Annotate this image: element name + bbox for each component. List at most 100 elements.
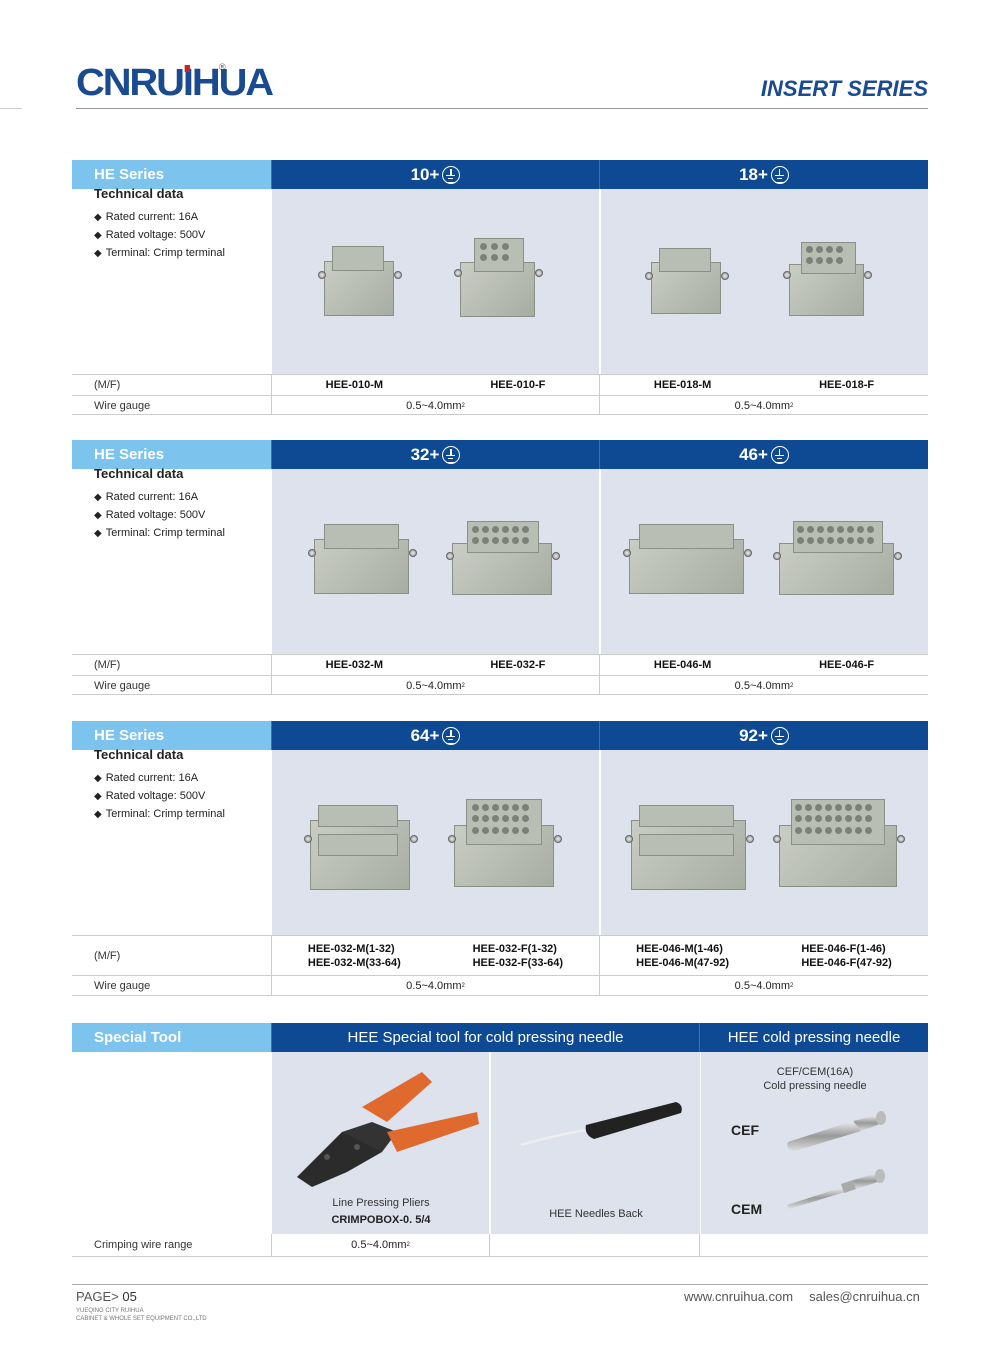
section-header: Special Tool HEE Special tool for cold p… — [72, 1023, 928, 1052]
needles-back-label: HEE Needles Back — [549, 1208, 643, 1220]
pliers-caption: Line Pressing Pliers — [332, 1197, 430, 1209]
ground-icon — [442, 445, 461, 464]
mf-row: (M/F) HEE-010-M HEE-010-F HEE-018-M HEE-… — [72, 374, 928, 395]
spec-current: Rated current: 16A — [94, 772, 225, 784]
wire-gauge-value: 0.5~4.0mm — [734, 399, 790, 412]
section-divider — [72, 1256, 928, 1257]
wire-gauge-label: Wire gauge — [94, 400, 151, 412]
section-divider — [72, 414, 928, 415]
part-male-2: HEE-032-M(33-64) — [307, 956, 401, 969]
part-male: HEE-018-M — [653, 378, 712, 391]
mf-label: (M/F) — [94, 659, 121, 671]
part-female: HEE-046-F — [819, 658, 875, 671]
column-header-64: 64+ — [271, 721, 599, 750]
company-logo: CNRUIHUA — [76, 62, 274, 104]
contact-info: www.cnruihua.com sales@cnruihua.cn — [684, 1289, 936, 1304]
part-female-2: HEE-046-F(47-92) — [801, 956, 892, 969]
empty-cell — [489, 1234, 699, 1256]
section-header: HE Series 64+ 92+ — [72, 721, 928, 750]
column-header-46: 46+ — [599, 440, 928, 469]
column-title: 46+ — [739, 445, 768, 464]
company-line-1: YUEQING CITY RUIHUA — [76, 1308, 144, 1314]
spec-current: Rated current: 16A — [94, 211, 225, 223]
technical-heading: Technical data — [94, 466, 184, 481]
company-name: YUEQING CITY RUIHUA CABINET & WHOLE SET … — [76, 1307, 207, 1323]
page-number-value: 05 — [122, 1289, 137, 1304]
needle-description: CEF/CEM(16A) Cold pressing needle — [701, 1065, 929, 1093]
product-image-46 — [600, 469, 928, 654]
needle-heading: CEF/CEM(16A) — [776, 1066, 854, 1078]
wire-gauge-value: 0.5~4.0mm — [734, 979, 790, 992]
spec-voltage: Rated voltage: 500V — [94, 509, 225, 521]
company-line-2: CABINET & WHOLE SET EQUIPMENT CO.,LTD — [76, 1316, 207, 1322]
header-divider-stub — [0, 108, 22, 109]
spec-terminal: Terminal: Crimp terminal — [94, 527, 225, 539]
column-header-10: 10+ — [271, 160, 599, 189]
technical-heading: Technical data — [94, 747, 184, 762]
technical-data: Technical data Rated current: 16A Rated … — [94, 186, 225, 265]
section-label: HE Series — [72, 721, 271, 750]
part-numbers-46: HEE-046-M HEE-046-F — [599, 655, 928, 675]
part-female: HEE-032-F — [490, 658, 546, 671]
product-image-64 — [271, 750, 599, 935]
he-series-section-2: HE Series 32+ 46+ Technical data Rated c… — [72, 440, 928, 695]
part-numbers-92: HEE-046-M(1-46)HEE-046-M(47-92) HEE-046-… — [599, 936, 928, 975]
part-female: HEE-032-F(1-32) — [472, 942, 557, 955]
part-numbers-64: HEE-032-M(1-32)HEE-032-M(33-64) HEE-032-… — [271, 936, 599, 975]
part-male-2: HEE-046-M(47-92) — [636, 956, 730, 969]
footer-divider — [72, 1284, 928, 1285]
needles-back-panel: HEE Needles Back — [490, 1052, 700, 1234]
mf-label: (M/F) — [94, 950, 121, 962]
cef-label: CEF — [731, 1122, 759, 1138]
website-link[interactable]: www.cnruihua.com — [684, 1289, 794, 1304]
page-prefix: PAGE> — [76, 1289, 119, 1304]
section-label: HE Series — [72, 440, 271, 469]
wire-gauge-value: 0.5~4.0mm — [406, 679, 462, 692]
column-title: 10+ — [410, 165, 440, 184]
section-label: HE Series — [72, 160, 271, 189]
spec-voltage: Rated voltage: 500V — [94, 229, 225, 241]
male-parts: HEE-046-M(1-46)HEE-046-M(47-92) — [636, 942, 729, 970]
part-male: HEE-010-M — [325, 378, 384, 391]
section-divider — [72, 694, 928, 695]
female-parts: HEE-032-F(1-32)HEE-032-F(33-64) — [473, 942, 563, 970]
email-link[interactable]: sales@cnruihua.cn — [809, 1289, 920, 1304]
ground-icon — [442, 726, 461, 745]
part-male: HEE-032-M(1-32) — [307, 942, 395, 955]
column-header-18: 18+ — [599, 160, 928, 189]
male-parts: HEE-032-M(1-32)HEE-032-M(33-64) — [308, 942, 401, 970]
needle-column-header: HEE cold pressing needle — [699, 1023, 928, 1052]
spec-terminal: Terminal: Crimp terminal — [94, 247, 225, 259]
page-number: PAGE> 05 — [76, 1289, 137, 1304]
pliers-model: CRIMPOBOX-0. 5/4 — [331, 1214, 431, 1226]
product-image-92 — [600, 750, 928, 935]
part-male: HEE-046-M — [653, 658, 712, 671]
pliers-panel: Line Pressing Pliers CRIMPOBOX-0. 5/4 — [271, 1052, 489, 1234]
product-image-32 — [271, 469, 599, 654]
page-title: INSERT SERIES — [760, 76, 928, 101]
cem-label: CEM — [731, 1201, 763, 1217]
column-title: 18+ — [739, 165, 768, 184]
he-series-section-3: HE Series 64+ 92+ Technical data Rated c… — [72, 721, 928, 996]
technical-data: Technical data Rated current: 16A Rated … — [94, 747, 225, 826]
special-tool-section: Special Tool HEE Special tool for cold p… — [72, 1023, 928, 1258]
part-numbers-18: HEE-018-M HEE-018-F — [599, 375, 928, 395]
female-parts: HEE-046-F(1-46)HEE-046-F(47-92) — [801, 942, 891, 970]
technical-heading: Technical data — [94, 186, 184, 201]
part-female: HEE-018-F — [819, 378, 875, 391]
part-female: HEE-010-F — [490, 378, 546, 391]
part-male: HEE-046-M(1-46) — [636, 942, 723, 955]
crimp-range-label: Crimping wire range — [94, 1239, 193, 1251]
product-image-10 — [271, 189, 599, 374]
cef-needle-image — [787, 1111, 886, 1151]
section-header: HE Series 32+ 46+ — [72, 440, 928, 469]
part-male: HEE-032-M — [325, 658, 384, 671]
wire-gauge-value: 0.5~4.0mm — [734, 679, 790, 692]
wire-gauge-value: 0.5~4.0mm — [406, 979, 462, 992]
section-label: Special Tool — [72, 1023, 271, 1052]
